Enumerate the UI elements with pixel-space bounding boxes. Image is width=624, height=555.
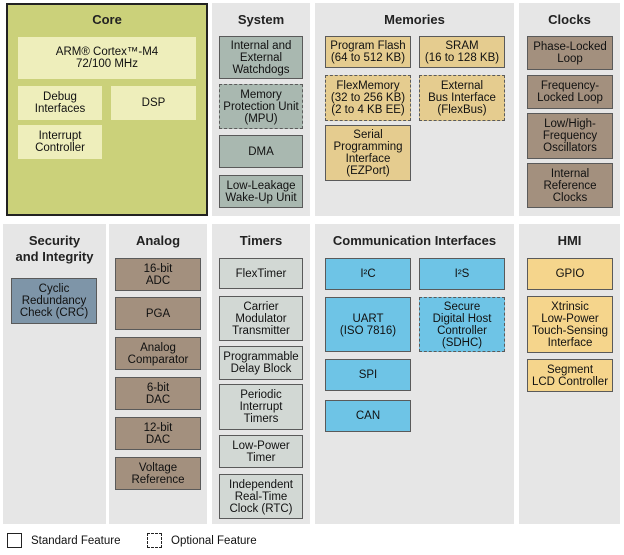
- comm-panel: Communication Interfaces I²C I²S UART (I…: [315, 224, 514, 524]
- memories-panel: Memories Program Flash (64 to 512 KB) SR…: [315, 3, 514, 216]
- external-bus-interface-box: External Bus Interface (FlexBus): [419, 75, 505, 121]
- pga-box: PGA: [115, 297, 201, 330]
- clocks-panel: Clocks Phase-Locked Loop Frequency- Lock…: [519, 3, 620, 216]
- dsp-box: DSP: [111, 86, 196, 120]
- wakeup-unit-box: Low-Leakage Wake-Up Unit: [219, 175, 303, 208]
- i2s-box: I²S: [419, 258, 505, 290]
- analog-comparator-box: Analog Comparator: [115, 337, 201, 370]
- low-power-timer-box: Low-Power Timer: [219, 435, 303, 468]
- gpio-box: GPIO: [527, 258, 613, 290]
- core-title: Core: [92, 12, 122, 27]
- uart-box: UART (ISO 7816): [325, 297, 411, 352]
- sdhc-box: Secure Digital Host Controller (SDHC): [419, 297, 505, 352]
- i2c-box: I²C: [325, 258, 411, 290]
- clocks-title: Clocks: [548, 12, 591, 27]
- dac-6bit-box: 6-bit DAC: [115, 377, 201, 410]
- oscillators-box: Low/High- Frequency Oscillators: [527, 113, 613, 159]
- fll-box: Frequency- Locked Loop: [527, 75, 613, 109]
- flextimer-box: FlexTimer: [219, 258, 303, 289]
- touch-sensing-interface-box: Xtrinsic Low-Power Touch-Sensing Interfa…: [527, 296, 613, 353]
- core-panel: Core ARM® Cortex™-M4 72/100 MHz Debug In…: [6, 3, 208, 216]
- segment-lcd-controller-box: Segment LCD Controller: [527, 359, 613, 392]
- pll-box: Phase-Locked Loop: [527, 36, 613, 70]
- crc-box: Cyclic Redundancy Check (CRC): [11, 278, 97, 324]
- carrier-modulator-box: Carrier Modulator Transmitter: [219, 296, 303, 341]
- program-flash-box: Program Flash (64 to 512 KB): [325, 36, 411, 68]
- can-box: CAN: [325, 400, 411, 432]
- security-panel: Security and Integrity Cyclic Redundancy…: [3, 224, 106, 524]
- sram-box: SRAM (16 to 128 KB): [419, 36, 505, 68]
- reference-clocks-box: Internal Reference Clocks: [527, 163, 613, 208]
- watchdogs-box: Internal and External Watchdogs: [219, 36, 303, 79]
- programmable-delay-block-box: Programmable Delay Block: [219, 346, 303, 380]
- standard-feature-label: Standard Feature: [31, 535, 121, 547]
- system-panel: System Internal and External Watchdogs M…: [212, 3, 310, 216]
- hmi-panel: HMI GPIO Xtrinsic Low-Power Touch-Sensin…: [519, 224, 620, 524]
- periodic-interrupt-timers-box: Periodic Interrupt Timers: [219, 384, 303, 430]
- security-title: Security and Integrity: [15, 233, 94, 264]
- memories-title: Memories: [384, 12, 445, 27]
- spi-box: SPI: [325, 359, 411, 391]
- adc-16bit-box: 16-bit ADC: [115, 258, 201, 291]
- ezport-box: Serial Programming Interface (EZPort): [325, 125, 411, 181]
- voltage-reference-box: Voltage Reference: [115, 457, 201, 490]
- dac-12bit-box: 12-bit DAC: [115, 417, 201, 450]
- timers-panel: Timers FlexTimer Carrier Modulator Trans…: [212, 224, 310, 524]
- debug-interfaces-box: Debug Interfaces: [18, 86, 102, 120]
- dma-box: DMA: [219, 135, 303, 168]
- analog-panel: Analog 16-bit ADC PGA Analog Comparator …: [109, 224, 207, 524]
- interrupt-controller-box: Interrupt Controller: [18, 125, 102, 159]
- comm-title: Communication Interfaces: [332, 233, 497, 248]
- optional-feature-swatch: [147, 533, 162, 548]
- hmi-title: HMI: [557, 233, 582, 248]
- rtc-box: Independent Real-Time Clock (RTC): [219, 474, 303, 519]
- standard-feature-swatch: [7, 533, 22, 548]
- flexmemory-box: FlexMemory (32 to 256 KB) (2 to 4 KB EE): [325, 75, 411, 121]
- cpu-box: ARM® Cortex™-M4 72/100 MHz: [18, 37, 196, 79]
- analog-title: Analog: [135, 233, 181, 248]
- system-title: System: [237, 12, 285, 27]
- mpu-box: Memory Protection Unit (MPU): [219, 84, 303, 129]
- optional-feature-label: Optional Feature: [171, 535, 257, 547]
- timers-title: Timers: [239, 233, 283, 248]
